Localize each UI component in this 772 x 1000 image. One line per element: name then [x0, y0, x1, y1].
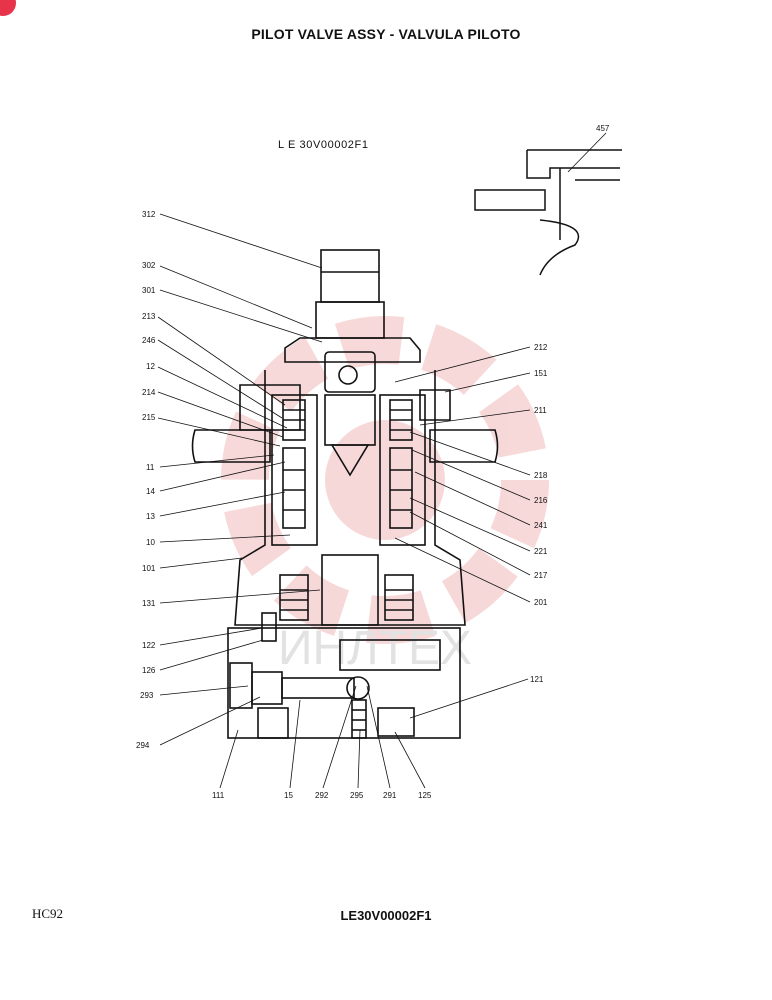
label-215: 215: [142, 413, 156, 422]
label-14: 14: [146, 487, 155, 496]
label-291: 291: [383, 791, 397, 800]
label-151: 151: [534, 369, 548, 378]
label-126: 126: [142, 666, 156, 675]
label-10: 10: [146, 538, 155, 547]
label-214: 214: [142, 388, 156, 397]
callout-labels: 457 312 302 301 213 246 12 214 215 11 14…: [136, 124, 610, 800]
label-111: 111: [212, 791, 225, 800]
label-216: 216: [534, 496, 548, 505]
label-217: 217: [534, 571, 548, 580]
label-221: 221: [534, 547, 548, 556]
label-11: 11: [146, 463, 155, 472]
label-211: 211: [534, 406, 547, 415]
label-295: 295: [350, 791, 364, 800]
label-293: 293: [140, 691, 154, 700]
valve-body-drawing: [191, 249, 499, 739]
label-246: 246: [142, 336, 156, 345]
label-131: 131: [142, 599, 156, 608]
label-302: 302: [142, 261, 156, 270]
inset-detail-457: [474, 149, 622, 276]
label-241: 241: [534, 521, 548, 530]
footer-code: LE30V00002F1: [340, 908, 432, 923]
label-457: 457: [596, 124, 610, 133]
label-212: 212: [534, 343, 548, 352]
label-312: 312: [142, 210, 156, 219]
label-218: 218: [534, 471, 548, 480]
label-125: 125: [418, 791, 432, 800]
drawing-code: L E 30V00002F1: [278, 139, 369, 151]
label-13: 13: [146, 512, 155, 521]
footer-model: HC92: [32, 906, 64, 921]
label-292: 292: [315, 791, 329, 800]
label-122: 122: [142, 641, 156, 650]
label-101: 101: [142, 564, 156, 573]
corner-badge: [0, 0, 16, 16]
label-201: 201: [534, 598, 548, 607]
label-301: 301: [142, 286, 156, 295]
watermark-text: ИНЛТЕХ: [278, 622, 472, 675]
label-15: 15: [284, 791, 293, 800]
label-12: 12: [146, 362, 155, 371]
label-121: 121: [530, 675, 544, 684]
label-294: 294: [136, 741, 150, 750]
label-213: 213: [142, 312, 156, 321]
page-title: PILOT VALVE ASSY - VALVULA PILOTO: [251, 26, 521, 42]
leader-lines: [157, 132, 607, 789]
